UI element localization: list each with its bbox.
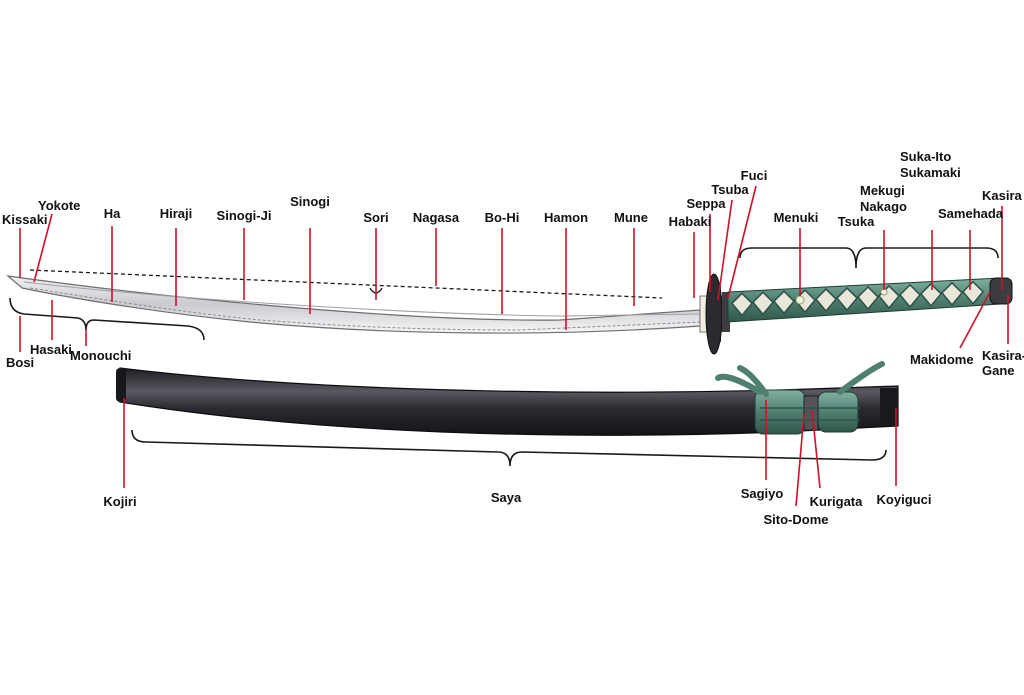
label-sinogi-ji: Sinogi-Ji <box>216 208 272 223</box>
label-tsuba: Tsuba <box>711 182 749 197</box>
label-samehada: Samehada <box>938 206 1004 221</box>
label-nakago: Nakago <box>860 199 907 214</box>
leader-sito-dome <box>795 413 805 507</box>
label-ha: Ha <box>103 206 121 221</box>
ito-diamond <box>730 292 754 317</box>
label-sori: Sori <box>363 210 389 225</box>
label-bosi: Bosi <box>6 355 35 370</box>
label-nagasa: Nagasa <box>412 210 460 225</box>
ito-diamond <box>898 283 922 309</box>
label-tsuka: Tsuka <box>837 214 875 229</box>
label-yokote: Yokote <box>38 198 81 213</box>
label-sinogi: Sinogi <box>290 194 330 209</box>
label-kasira-gane: Kasira- Gane <box>982 348 1024 378</box>
label-kojiri: Kojiri <box>103 494 137 509</box>
ito-diamond <box>940 281 964 306</box>
label-sukamaki: Sukamaki <box>900 165 961 180</box>
leader-yokote <box>33 213 53 283</box>
shinogi-line <box>23 281 701 317</box>
label-hiraji: Hiraji <box>159 206 193 221</box>
kashira <box>989 277 1013 305</box>
label-makidome: Makidome <box>910 352 974 367</box>
label-fuci: Fuci <box>740 168 768 183</box>
ito-diamond <box>814 288 838 313</box>
label-saya: Saya <box>490 490 522 505</box>
saya <box>116 361 899 436</box>
label-suka-ito: Suka-Ito <box>900 149 952 164</box>
blade-body <box>6 275 701 334</box>
blade <box>6 273 730 355</box>
label-seppa: Seppa <box>686 196 726 211</box>
label-koyiguci: Koyiguci <box>876 492 932 507</box>
label-hamon: Hamon <box>543 210 589 225</box>
label-mekugi: Mekugi <box>860 183 905 198</box>
koiguchi <box>880 388 898 426</box>
label-mune: Mune <box>614 210 648 225</box>
label-kasira: Kasira <box>982 188 1022 203</box>
label-monouchi: Monouchi <box>70 348 132 363</box>
label-menuki: Menuki <box>773 210 819 225</box>
label-hasaki: Hasaki <box>30 342 72 357</box>
tsuka <box>727 277 1013 323</box>
ito-diamond <box>751 291 775 316</box>
ito-wraps <box>730 280 985 317</box>
kojiri-tip <box>116 368 126 402</box>
nagasa-line <box>29 269 663 299</box>
ito-diamond <box>961 280 985 305</box>
menuki <box>795 295 805 305</box>
ito-diamond <box>835 286 859 312</box>
ito-diamond <box>919 282 943 308</box>
leader-kurigata <box>811 409 821 489</box>
label-sagiyo: Sagiyo <box>740 486 784 501</box>
tsuka-bracket <box>739 247 999 269</box>
ito-diamond <box>772 290 796 315</box>
ito-diamond <box>856 285 880 311</box>
label-bo-hi: Bo-Hi <box>484 210 520 225</box>
sageo <box>715 361 885 435</box>
leader-makidome <box>959 291 991 349</box>
saya-bracket <box>131 429 887 467</box>
leader-lines <box>19 185 1009 507</box>
label-kissaki: Kissaki <box>2 212 48 227</box>
fuchi <box>722 292 730 332</box>
label-sito-dome: Sito-Dome <box>763 512 829 527</box>
label-kurigata: Kurigata <box>809 494 863 509</box>
leader-fuci <box>727 185 757 299</box>
label-habaki: Habaki <box>668 214 712 229</box>
leader-tsuba <box>717 199 733 301</box>
